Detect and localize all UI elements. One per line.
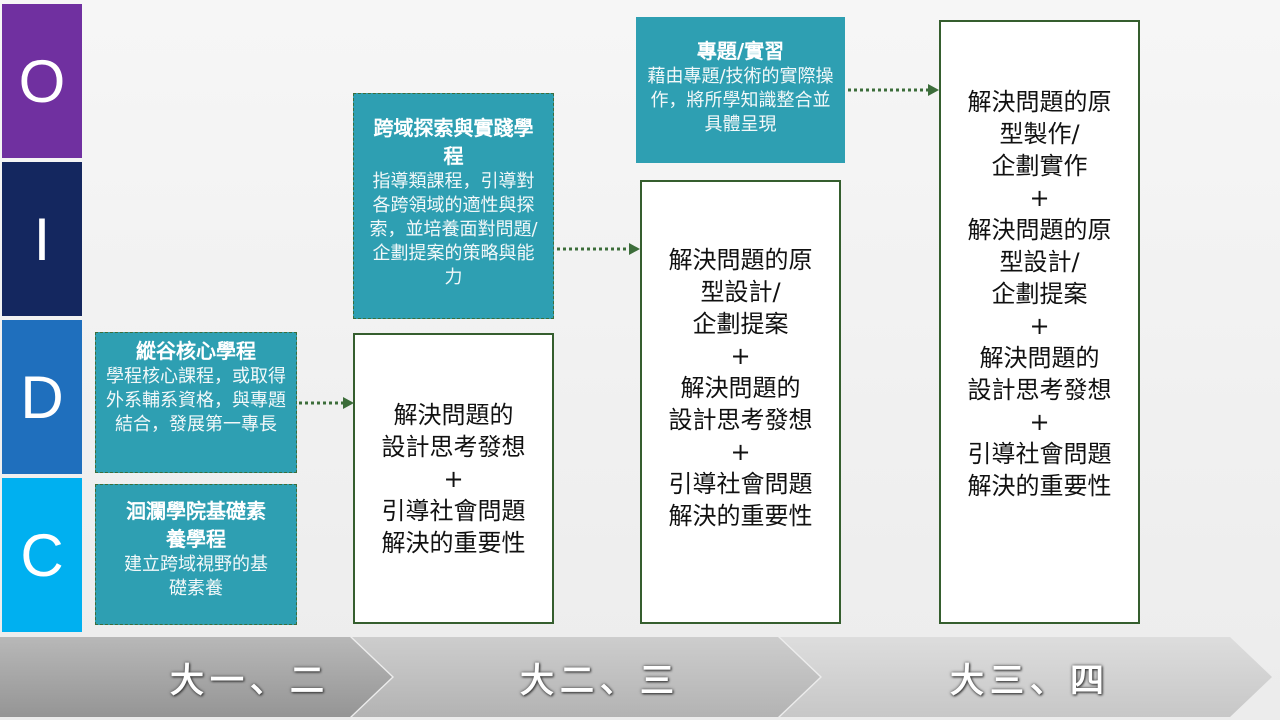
letter-c: C: [2, 478, 82, 632]
goal-3-line-13: 解決的重要性: [967, 472, 1112, 500]
college-program-box: 洄瀾學院基礎素養學程 建立跨域視野的基礎素養: [95, 484, 297, 625]
stage-label-3: 大三、四: [950, 660, 1110, 701]
goal-3-line-4: +: [1029, 184, 1050, 212]
cross-program-desc: 指導類課程，引導對各跨領域的適性與探索，並培養面對問題/企劃提案的策略與能力: [369, 171, 538, 288]
goal-2-line-5: 解決問題的: [680, 374, 801, 402]
goal-box-3: 解決問題的原 型製作/ 企劃實作 + 解決問題的原 型設計/ 企劃提案 + 解決…: [939, 20, 1140, 624]
stage-label-2: 大二、三: [520, 660, 680, 701]
goal-3-line-12: 引導社會問題: [967, 440, 1112, 468]
arrow-core-to-goal1: [299, 397, 354, 409]
timeline: [0, 637, 1272, 717]
goal-3-line-6: 型設計/: [999, 248, 1080, 276]
goal-2-line-9: 解決的重要性: [668, 502, 813, 530]
goal-box-2: 解決問題的原 型設計/ 企劃提案 + 解決問題的 設計思考發想 + 引導社會問題…: [640, 180, 841, 624]
core-program-box: 縱谷核心學程 學程核心課程，或取得外系輔系資格，與專題結合，發展第一專長: [95, 332, 297, 473]
arrow-project-to-goal3: [848, 84, 939, 96]
goal-3-line-2: 型製作/: [999, 120, 1080, 148]
goal-2-line-7: +: [730, 438, 751, 466]
core-program-title: 縱谷核心學程: [136, 339, 256, 363]
letter-o: O: [2, 4, 82, 158]
college-program-desc: 建立跨域視野的基礎素養: [124, 554, 268, 599]
goal-1-line-3: +: [443, 464, 464, 493]
goal-2-line-2: 型設計/: [700, 278, 781, 306]
goal-3-line-10: 設計思考發想: [967, 376, 1112, 404]
goal-1-line-1: 解決問題的: [393, 400, 514, 429]
project-desc: 藉由專題/技術的實際操作，將所學知識整合並具體呈現: [647, 66, 834, 135]
goal-3-line-8: +: [1029, 312, 1050, 340]
project-title: 專題/實習: [696, 39, 785, 63]
letter-i: I: [2, 162, 82, 316]
chevron-2: [352, 637, 820, 717]
chevron-1: [0, 637, 392, 717]
goal-3-line-3: 企劃實作: [991, 152, 1088, 180]
chevron-3: [780, 637, 1272, 717]
goal-3-line-1: 解決問題的原: [967, 88, 1112, 116]
college-program-title: 洄瀾學院基礎素養學程: [126, 499, 266, 551]
oidc-column: O I D C: [0, 0, 86, 637]
cross-program-box: 跨域探索與實踐學程 指導類課程，引導對各跨領域的適性與探索，並培養面對問題/企劃…: [353, 93, 554, 319]
core-program-desc: 學程核心課程，或取得外系輔系資格，與專題結合，發展第一專長: [106, 366, 286, 435]
cross-program-title: 跨域探索與實踐學程: [373, 116, 534, 168]
arrow-cross-to-goal2: [557, 243, 640, 255]
goal-3-line-11: +: [1029, 408, 1050, 436]
goal-2-line-3: 企劃提案: [692, 310, 789, 338]
goal-1-line-5: 解決的重要性: [381, 528, 526, 557]
goal-3-line-5: 解決問題的原: [967, 216, 1112, 244]
goal-2-line-4: +: [730, 342, 751, 370]
project-box: 專題/實習 藉由專題/技術的實際操作，將所學知識整合並具體呈現: [636, 17, 845, 163]
letter-d: D: [2, 320, 82, 474]
stage-label-1: 大一、二: [170, 660, 330, 701]
goal-3-line-9: 解決問題的: [979, 344, 1100, 372]
goal-3-line-7: 企劃提案: [991, 280, 1088, 308]
goal-1-line-4: 引導社會問題: [381, 496, 526, 525]
goal-2-line-1: 解決問題的原: [668, 246, 813, 274]
goal-box-1: 解決問題的 設計思考發想 + 引導社會問題 解決的重要性: [353, 333, 554, 624]
goal-2-line-6: 設計思考發想: [668, 406, 813, 434]
goal-2-line-8: 引導社會問題: [668, 470, 813, 498]
goal-1-line-2: 設計思考發想: [381, 432, 526, 461]
